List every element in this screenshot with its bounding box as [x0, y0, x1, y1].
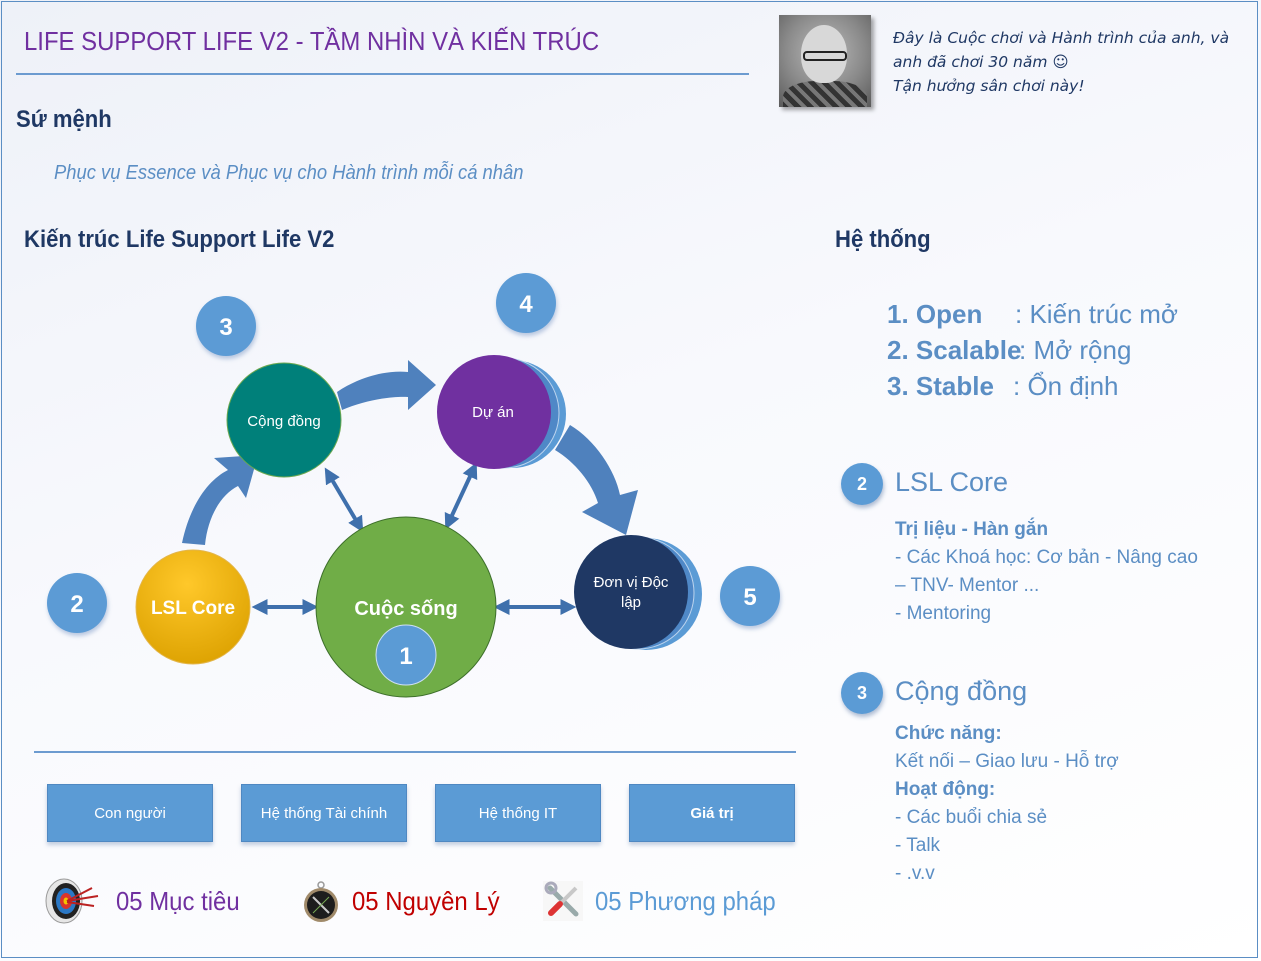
pillar-value: Giá trị	[629, 784, 795, 842]
node-community-label: Cộng đồng	[247, 413, 320, 430]
badge-5-number: 5	[743, 584, 756, 611]
node-lsl-core	[135, 549, 251, 665]
node-community	[226, 362, 342, 478]
profile-photo	[779, 15, 871, 107]
photo-shirt	[783, 81, 867, 107]
system-item-value: : Mở rộng	[1019, 335, 1132, 365]
section-line: – TNV- Mentor ...	[895, 575, 1040, 596]
section-line: - Các Khoá học: Cơ bản - Nâng cao	[895, 547, 1198, 568]
photo-head	[801, 25, 847, 83]
footer-methods: 05 Phương pháp	[543, 876, 791, 926]
badge-3-number: 3	[219, 314, 232, 341]
badge-2	[47, 573, 107, 633]
photo-glasses	[803, 51, 847, 61]
footer-goals: 05 Mục tiêu	[42, 876, 250, 926]
section-community-title: Cộng đồng	[895, 676, 1028, 706]
flow-arrow-community-to-project	[337, 360, 436, 410]
mission-heading: Sứ mệnh	[16, 106, 112, 133]
footer-principles-label: 05 Nguyên Lý	[352, 885, 500, 916]
section-line: Hoạt động:	[895, 779, 996, 800]
flow-arrow-core-to-community	[182, 455, 258, 545]
badge-2-number: 2	[70, 591, 83, 618]
badge-4-number: 4	[519, 291, 533, 318]
section-lsl-core-body: Trị liệu - Hàn gắn - Các Khoá học: Cơ bả…	[895, 516, 1198, 628]
slide-title: LIFE SUPPORT LIFE V2 - TẦM NHÌN VÀ KIẾN …	[24, 26, 600, 56]
section-lsl-core-title: LSL Core	[895, 467, 1009, 497]
section-line: - .v.v	[895, 863, 935, 884]
title-divider	[16, 73, 749, 75]
link-project-life	[444, 462, 478, 530]
quote-line: Đây là Cuộc chơi và Hành trình của anh, …	[893, 29, 1230, 47]
compass-icon	[304, 881, 338, 922]
link-community-life	[324, 467, 364, 533]
node-unit-label-line2: lập	[621, 594, 641, 611]
pillar-people: Con người	[47, 784, 213, 842]
system-item-key: 2. Scalable	[887, 335, 1022, 365]
quote-line: anh đã chơi 30 năm ☺	[893, 53, 1069, 71]
node-life-label: Cuộc sống	[354, 598, 457, 620]
architecture-heading: Kiến trúc Life Support Life V2	[24, 226, 335, 253]
system-heading: Hệ thống	[835, 226, 931, 253]
pillar-it: Hệ thống IT	[435, 784, 601, 842]
system-item-key: 1. Open	[887, 299, 983, 329]
quote-line: Tận hưởng sân chơi này!	[893, 77, 1085, 95]
node-unit	[574, 535, 688, 649]
pillar-finance: Hệ thống Tài chính	[241, 784, 407, 842]
system-item-value: : Ổn định	[1013, 371, 1119, 401]
section-line: - Mentoring	[895, 603, 992, 624]
footer-methods-label: 05 Phương pháp	[595, 885, 776, 916]
mission-text: Phục vụ Essence và Phục vụ cho Hành trìn…	[54, 162, 524, 184]
pillars-divider	[34, 751, 796, 753]
section-community-body: Chức năng: Kết nối – Giao lưu - Hỗ trợ H…	[895, 720, 1119, 888]
author-quote: Đây là Cuộc chơi và Hành trình của anh, …	[893, 26, 1253, 98]
node-lsl-core-label: LSL Core	[151, 598, 235, 619]
system-item-value: : Kiến trúc mở	[1015, 299, 1178, 329]
target-icon	[45, 878, 99, 924]
node-life-badge-number: 1	[399, 643, 412, 670]
system-item-key: 3. Stable	[887, 371, 994, 401]
section-line: - Talk	[895, 835, 941, 856]
section-line: Trị liệu - Hàn gắn	[895, 519, 1049, 540]
node-life	[315, 516, 497, 698]
node-unit-label-line1: Đơn vị Độc	[594, 574, 669, 591]
tools-icon	[543, 881, 583, 921]
section-line: - Các buổi chia sẻ	[895, 807, 1048, 828]
node-project	[437, 355, 551, 469]
badge-4	[496, 273, 556, 333]
badge-5	[720, 566, 780, 626]
section-badge-3: 3	[841, 672, 883, 714]
section-line: Kết nối – Giao lưu - Hỗ trợ	[895, 751, 1119, 772]
footer-principles: 05 Nguyên Lý	[302, 876, 512, 926]
section-line: Chức năng:	[895, 723, 1002, 744]
badge-3	[196, 296, 256, 356]
node-project-label: Dự án	[472, 404, 514, 421]
footer-goals-label: 05 Mục tiêu	[116, 885, 240, 916]
flow-arrow-project-to-unit	[555, 425, 638, 535]
node-life-badge	[375, 624, 437, 686]
architecture-diagram: Cộng đồng Dự án Đơn vị Độc lập LSL Core …	[47, 273, 780, 698]
section-badge-2: 2	[841, 463, 883, 505]
